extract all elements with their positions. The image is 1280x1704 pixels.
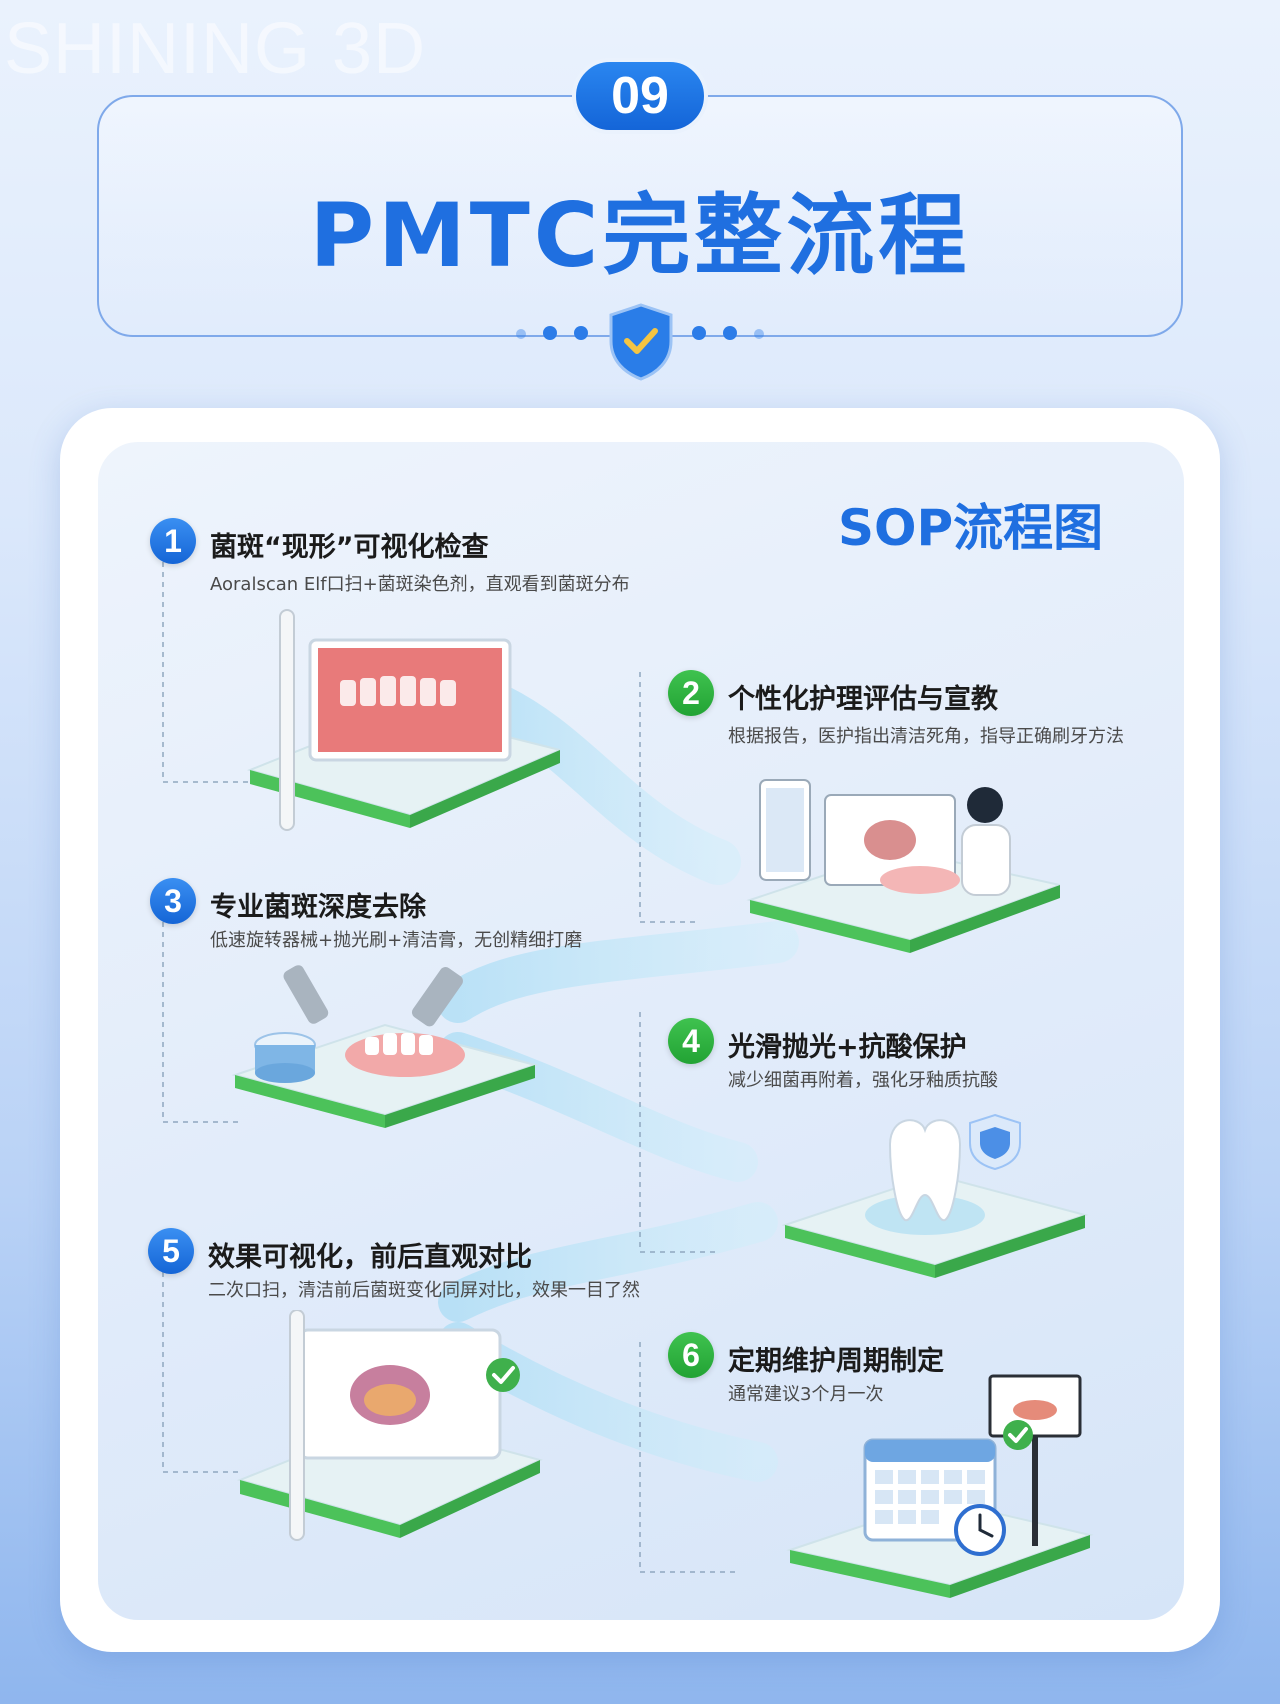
step-4-desc: 减少细菌再附着，强化牙釉质抗酸 xyxy=(728,1070,998,1091)
step-6-desc: 通常建议3个月一次 xyxy=(728,1384,884,1405)
header-frame xyxy=(97,95,1183,337)
page-title: PMTC完整流程 xyxy=(309,184,971,287)
shield-check-icon xyxy=(609,303,673,381)
cleaning-tools-illustration xyxy=(231,965,539,1128)
maintenance-schedule-illustration xyxy=(786,1374,1094,1598)
step-4-title: 光滑抛光+抗酸保护 xyxy=(728,1032,967,1063)
section-number-badge: 09 xyxy=(572,58,708,134)
brand-watermark: SHINING 3D xyxy=(4,9,427,89)
dot xyxy=(723,326,737,340)
step-3-number: 3 xyxy=(150,878,196,924)
dot xyxy=(754,329,764,339)
dot xyxy=(692,326,706,340)
step-5-title: 效果可视化，前后直观对比 xyxy=(208,1242,532,1273)
dot xyxy=(543,326,557,340)
dot xyxy=(516,329,526,339)
step-1-desc: Aoralscan Elf口扫+菌斑染色剂，直观看到菌斑分布 xyxy=(210,574,630,595)
step-1-title: 菌斑“现形”可视化检查 xyxy=(210,532,489,563)
decor-dots xyxy=(0,326,1280,346)
dot xyxy=(574,326,588,340)
step-4-number: 4 xyxy=(668,1018,714,1064)
step-2-title: 个性化护理评估与宣教 xyxy=(728,684,998,715)
step-3-title: 专业菌斑深度去除 xyxy=(210,892,426,923)
scanner-monitor-illustration xyxy=(246,609,560,831)
step-2-number: 2 xyxy=(668,670,714,716)
step-5-desc: 二次口扫，清洁前后菌斑变化同屏对比，效果一目了然 xyxy=(208,1280,640,1301)
step-5-number: 5 xyxy=(148,1228,194,1274)
step-1-number: 1 xyxy=(150,518,196,564)
before-after-scan-illustration xyxy=(236,1310,543,1541)
step-6-number: 6 xyxy=(668,1332,714,1378)
step-6-title: 定期维护周期制定 xyxy=(728,1346,944,1377)
diagram-title: SOP流程图 xyxy=(838,499,1104,557)
step-3-desc: 低速旋转器械+抛光刷+清洁膏，无创精细打磨 xyxy=(210,930,583,951)
consultation-illustration xyxy=(746,779,1060,953)
step-2-desc: 根据报告，医护指出清洁死角，指导正确刷牙方法 xyxy=(728,726,1124,747)
tooth-protection-illustration xyxy=(781,1113,1089,1278)
